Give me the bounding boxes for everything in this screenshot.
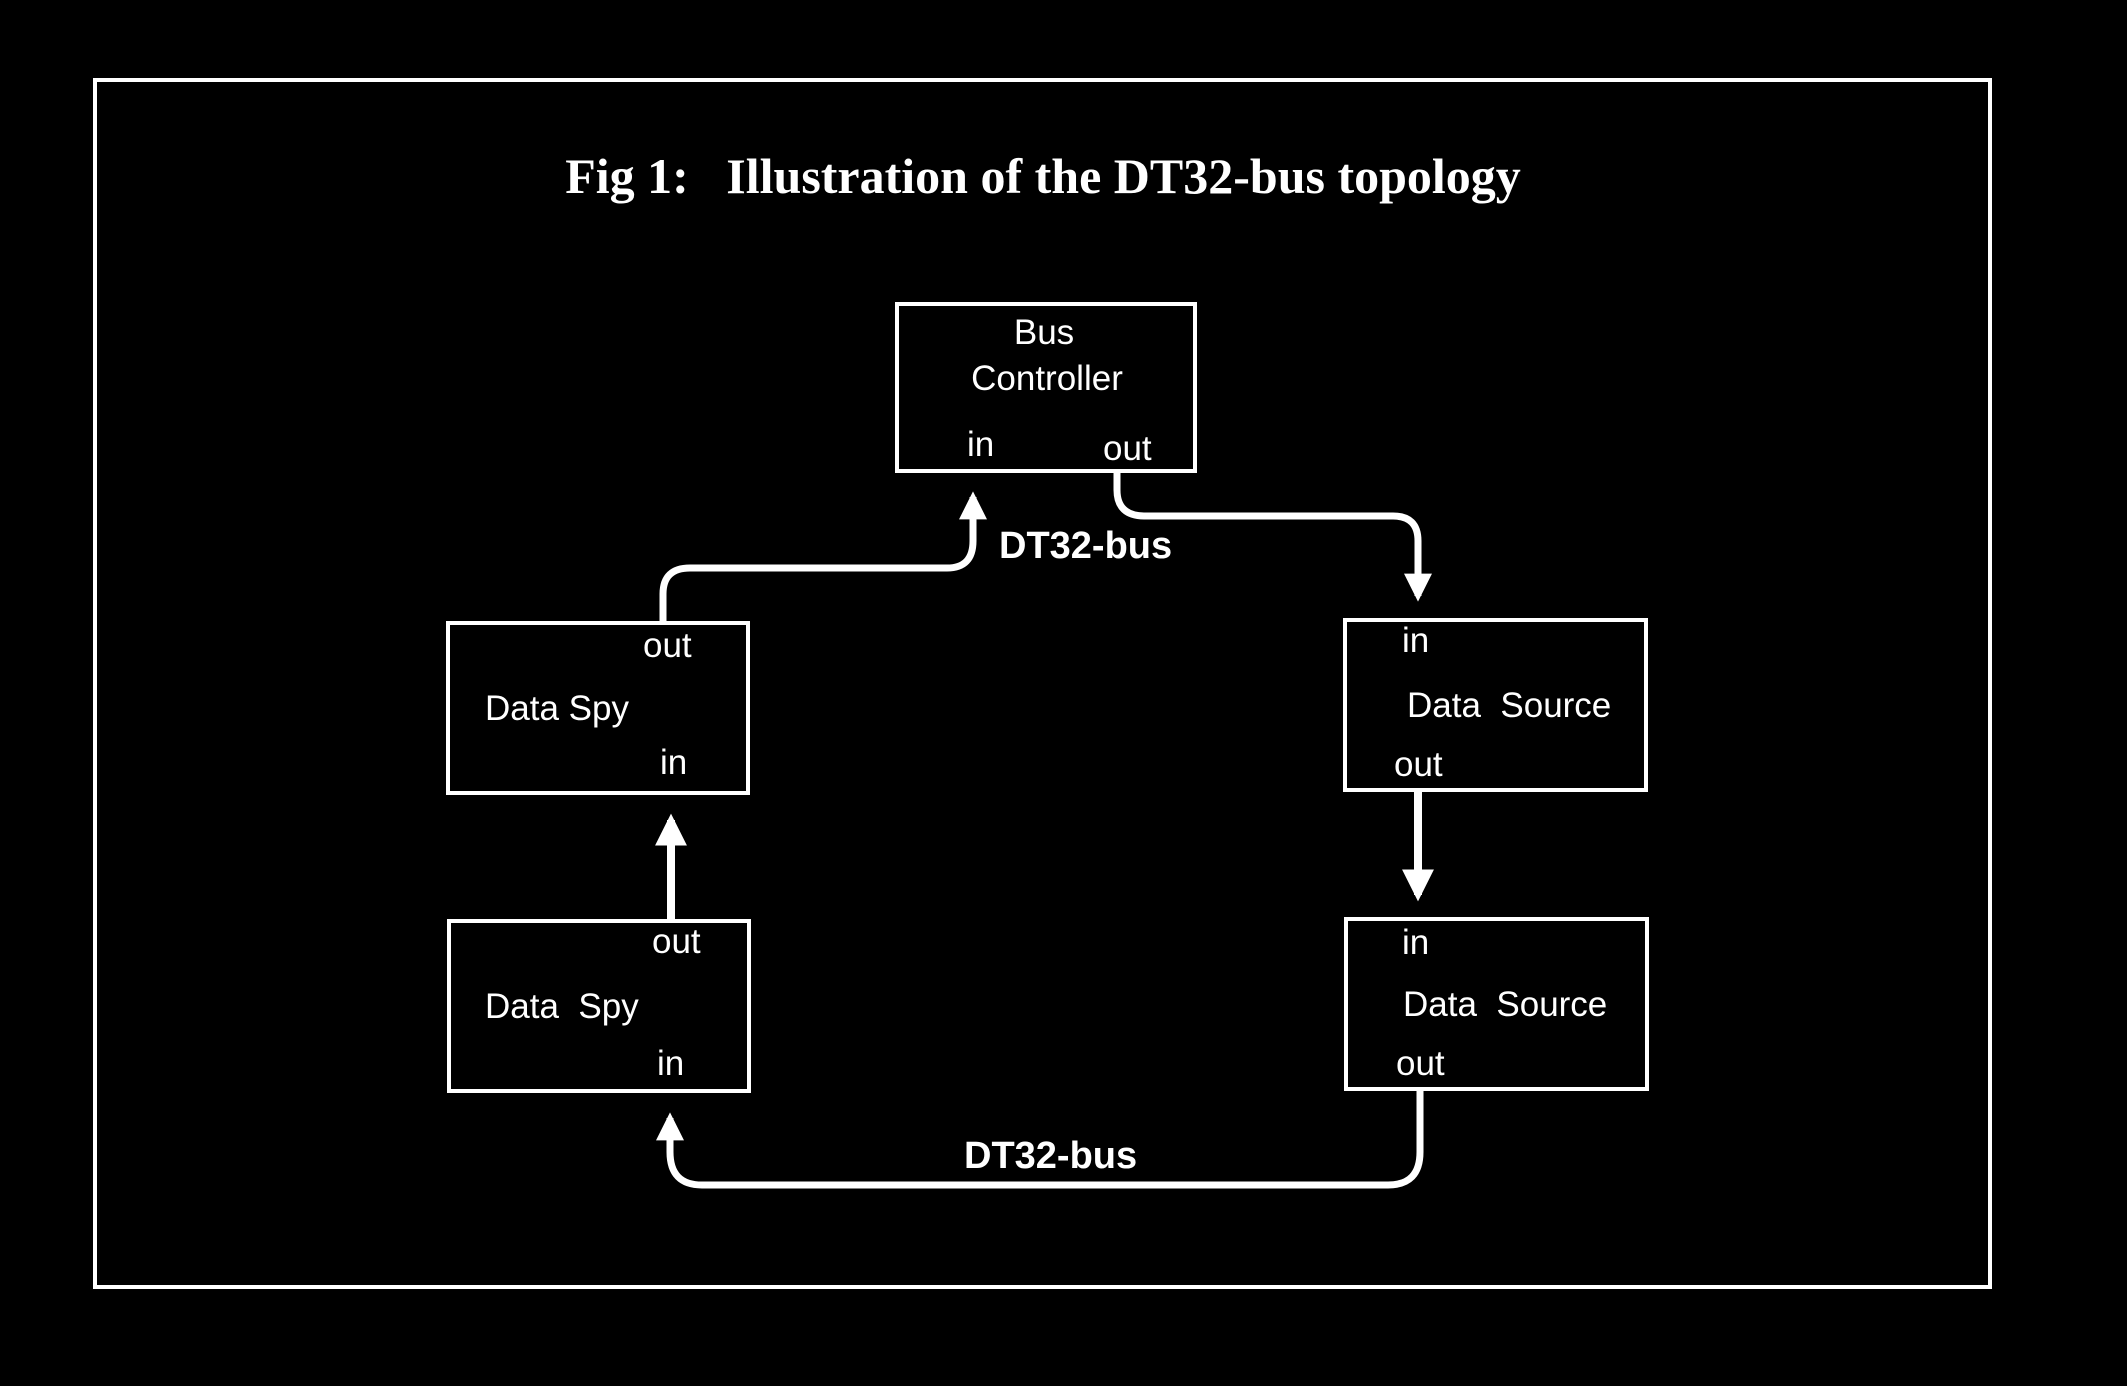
data-spy-upper-node: out Data Spy in	[446, 621, 750, 795]
bus-link-controller-to-source-upper	[1113, 471, 1432, 602]
data-spy-lower-label: Data Spy	[485, 987, 639, 1026]
data-source-lower-port-out: out	[1396, 1044, 1445, 1083]
data-source-lower-port-in: in	[1402, 923, 1429, 962]
data-spy-upper-label: Data Spy	[485, 689, 629, 728]
bus-controller-label-line2: Controller	[971, 359, 1123, 398]
data-spy-lower-box	[447, 919, 751, 1093]
bus-controller-port-out: out	[1103, 429, 1152, 468]
bus-controller-box	[895, 302, 1197, 473]
bus-link-source-lower-to-spy-lower	[656, 1089, 1424, 1189]
data-spy-lower-port-in: in	[657, 1044, 684, 1083]
data-spy-upper-port-in: in	[660, 743, 687, 782]
data-source-upper-box	[1343, 618, 1648, 792]
data-source-upper-port-in: in	[1402, 621, 1429, 660]
bus-label-top: DT32-bus	[999, 525, 1172, 567]
data-source-lower-box	[1344, 917, 1649, 1091]
data-spy-lower-port-out: out	[652, 922, 701, 961]
bus-controller-label-line1: Bus	[1014, 313, 1074, 352]
bus-label-bottom: DT32-bus	[964, 1135, 1137, 1177]
bus-link-spy-upper-to-controller	[659, 491, 987, 623]
data-source-lower-label: Data Source	[1403, 985, 1607, 1024]
bus-controller-node: Bus Controller in out	[895, 302, 1197, 473]
bus-controller-port-in: in	[967, 425, 994, 464]
data-spy-upper-port-out: out	[643, 626, 692, 665]
data-spy-upper-box	[446, 621, 750, 795]
figure-title: Fig 1: Illustration of the DT32-bus topo…	[565, 148, 1521, 204]
data-source-upper-node: in Data Source out	[1343, 618, 1648, 792]
data-source-upper-label: Data Source	[1407, 686, 1611, 725]
data-spy-lower-node: out Data Spy in	[447, 919, 751, 1093]
figure-frame	[93, 78, 1992, 1289]
data-source-upper-port-out: out	[1394, 745, 1443, 784]
data-source-lower-node: in Data Source out	[1344, 917, 1649, 1091]
